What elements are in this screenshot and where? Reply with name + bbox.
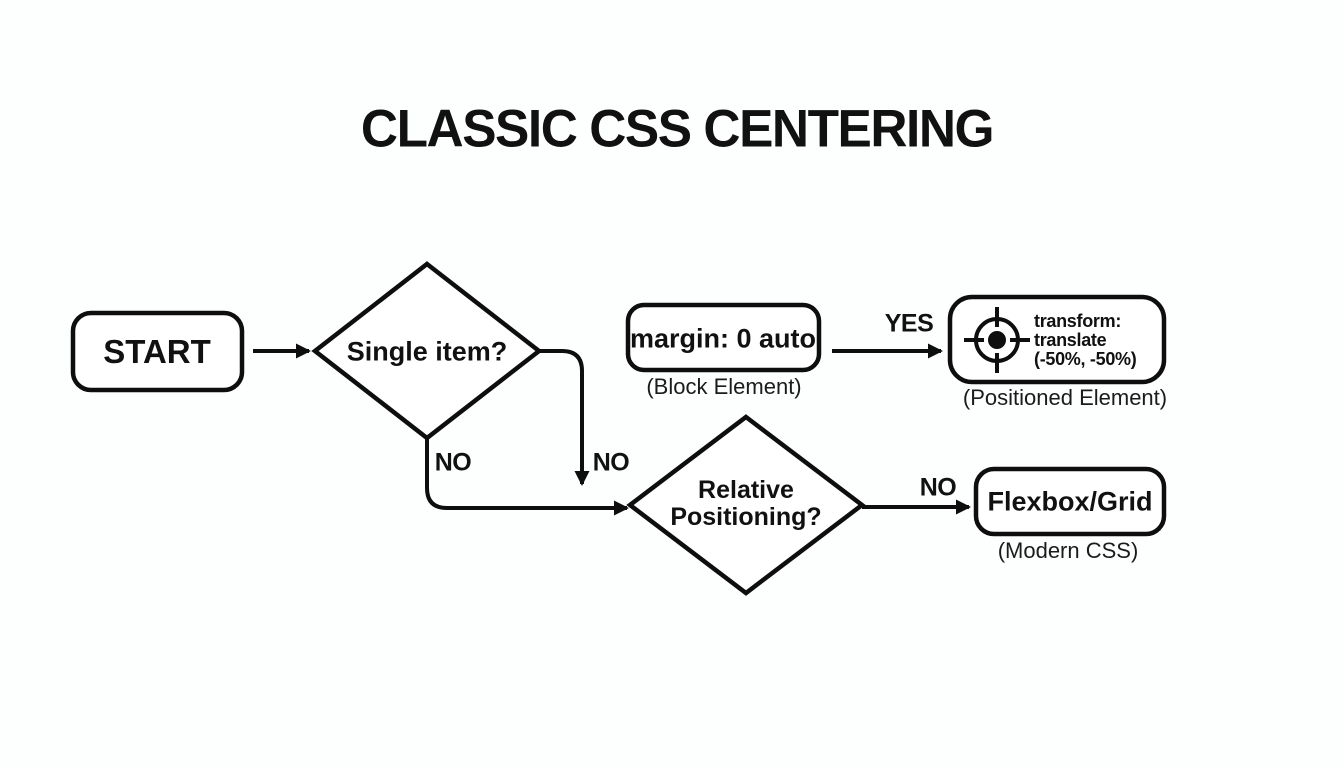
node-relative-positioning-label: Relative Positioning? — [670, 477, 821, 531]
node-single-item-label: Single item? — [346, 336, 508, 367]
transform-label-line1: transform: — [1034, 311, 1122, 331]
node-margin-auto-shape — [625, 302, 822, 373]
crosshair-target-icon — [964, 307, 1030, 373]
node-relative-positioning-shape — [626, 414, 866, 596]
edge-label-no-bottom: NO — [434, 448, 472, 477]
node-flexbox-grid-shape — [973, 466, 1167, 537]
caption-block-element: (Block Element) — [646, 374, 802, 399]
edge-label-no-right: NO — [592, 448, 630, 477]
flowchart-title: CLASSIC CSS CENTERING — [360, 99, 995, 159]
edge-label-yes: YES — [884, 309, 934, 338]
node-start-shape — [70, 310, 245, 393]
node-start-label: START — [103, 333, 211, 370]
relative-positioning-line1: Relative — [698, 476, 794, 504]
connector-single-item-no-right — [538, 349, 590, 486]
node-flexbox-grid-label: Flexbox/Grid — [987, 486, 1153, 517]
edge-label-no-flexbox: NO — [919, 473, 957, 502]
node-margin-auto-label: margin: 0 auto — [629, 323, 817, 354]
connector-single-item-no-bottom-to-relative — [425, 437, 629, 516]
transform-label-line3: (-50%, -50%) — [1034, 349, 1137, 369]
caption-positioned-element: (Positioned Element) — [962, 385, 1168, 410]
caption-modern-css: (Modern CSS) — [997, 538, 1139, 563]
relative-positioning-line2: Positioning? — [670, 503, 822, 531]
transform-label-line2: translate — [1034, 330, 1107, 350]
node-transform-translate-label: transform: translate (-50%, -50%) — [1034, 311, 1137, 369]
node-single-item-shape — [311, 261, 543, 441]
